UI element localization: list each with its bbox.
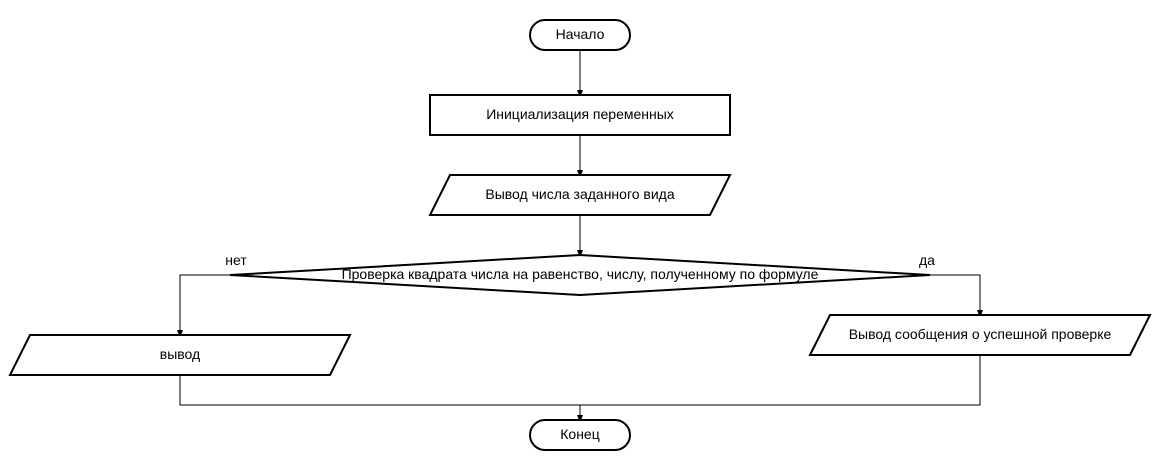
- init-label: Инициализация переменных: [486, 106, 674, 122]
- connectors: [177, 50, 983, 423]
- output-number-parallelogram: [428, 174, 732, 216]
- init-node: Инициализация переменных: [429, 94, 731, 136]
- start-terminator: [529, 19, 631, 51]
- output-no-node: вывод: [8, 334, 352, 376]
- edge-label-yes: да: [919, 252, 935, 268]
- edge-condition-no: [177, 274, 230, 338]
- end-terminator: [529, 419, 631, 451]
- edge-condition-yes: [930, 274, 983, 318]
- end-node: Конец: [529, 419, 631, 451]
- condition-diamond: [229, 253, 931, 297]
- output-yes-label: Вывод сообщения о успешной проверке: [849, 326, 1112, 342]
- condition-node: Проверка квадрата числа на равенство, чи…: [229, 253, 931, 297]
- init-process-box: [429, 94, 731, 136]
- start-label: Начало: [556, 26, 605, 42]
- output-yes-parallelogram: [808, 314, 1152, 356]
- output-yes-node: Вывод сообщения о успешной проверке: [808, 314, 1152, 356]
- start-node: Начало: [529, 19, 631, 51]
- end-label: Конец: [560, 426, 599, 442]
- output-no-parallelogram: [8, 334, 352, 376]
- output-number-label: Вывод числа заданного вида: [485, 186, 674, 202]
- output-no-label: вывод: [160, 346, 200, 362]
- output-number-node: Вывод числа заданного вида: [428, 174, 732, 216]
- condition-label: Проверка квадрата числа на равенство, чи…: [342, 266, 819, 282]
- edge-label-no: нет: [225, 252, 247, 268]
